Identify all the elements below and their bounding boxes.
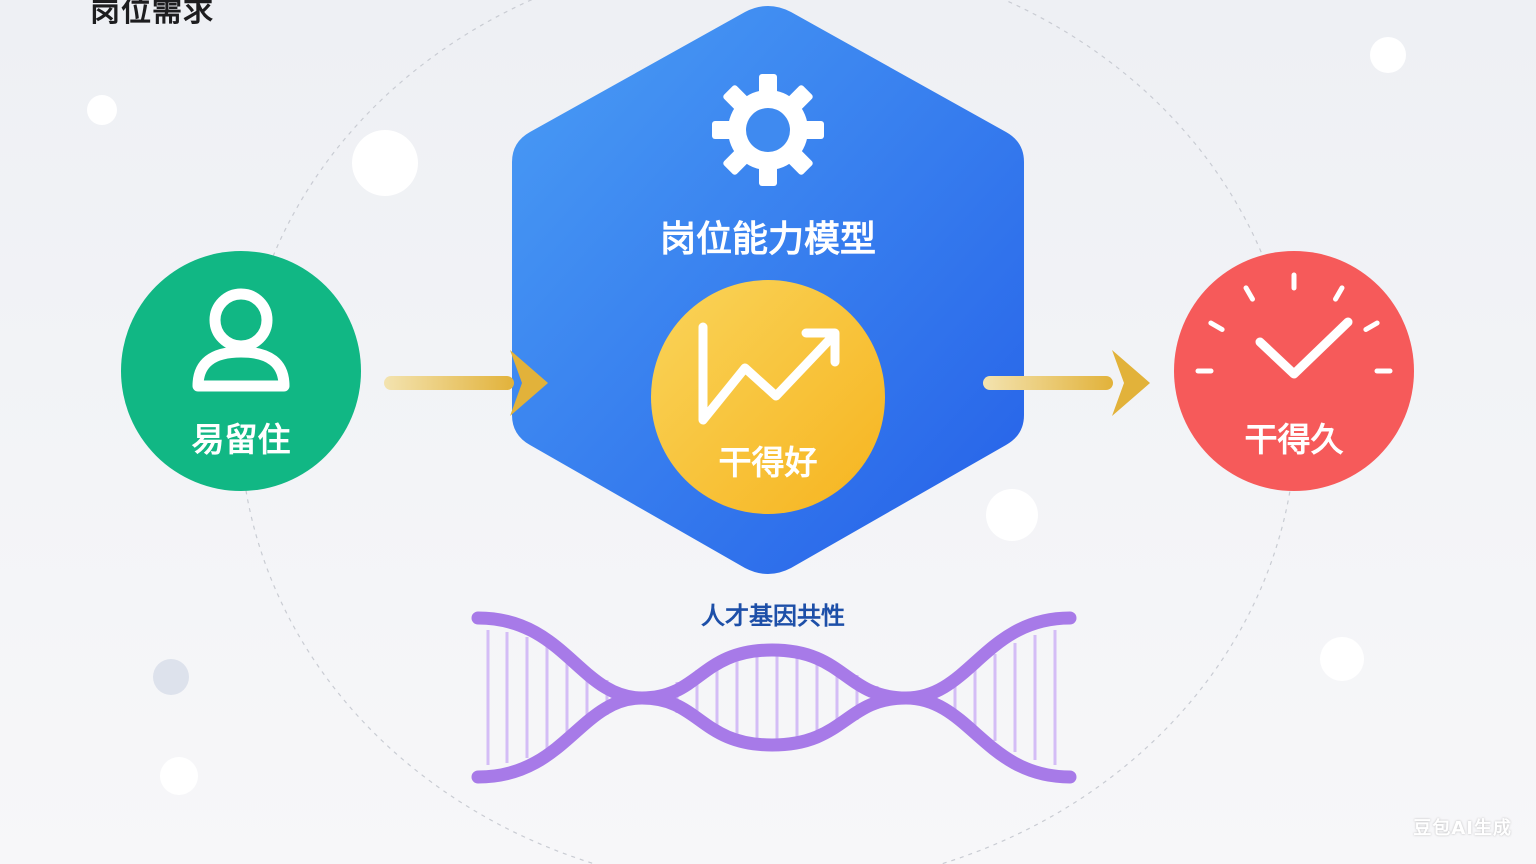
left-label: 易留住: [191, 420, 291, 459]
arrow-left-to-center: [384, 350, 548, 416]
arrow-center-to-right: [983, 350, 1150, 416]
dna-icon: [471, 611, 1077, 784]
inner-label: 干得好: [718, 443, 818, 482]
page-title: 岗位需求: [90, 0, 214, 29]
dna-label: 人才基因共性: [701, 602, 845, 630]
decor-bubble: [352, 130, 418, 196]
decor-bubble: [1320, 637, 1364, 681]
trend-up-icon: [698, 322, 840, 425]
decor-bubble: [160, 757, 198, 795]
watermark: 豆包AI生成: [1413, 818, 1512, 839]
decor-bubble: [87, 95, 117, 125]
user-icon: [192, 288, 290, 392]
clock-icon: [1195, 272, 1393, 379]
decor-bubble: [1370, 37, 1406, 73]
left-circle: [121, 251, 361, 491]
decor-bubble: [153, 659, 189, 695]
right-label: 干得久: [1244, 420, 1344, 459]
gear-icon: [712, 74, 824, 186]
center-label: 岗位能力模型: [659, 219, 877, 260]
decor-bubble: [986, 489, 1038, 541]
